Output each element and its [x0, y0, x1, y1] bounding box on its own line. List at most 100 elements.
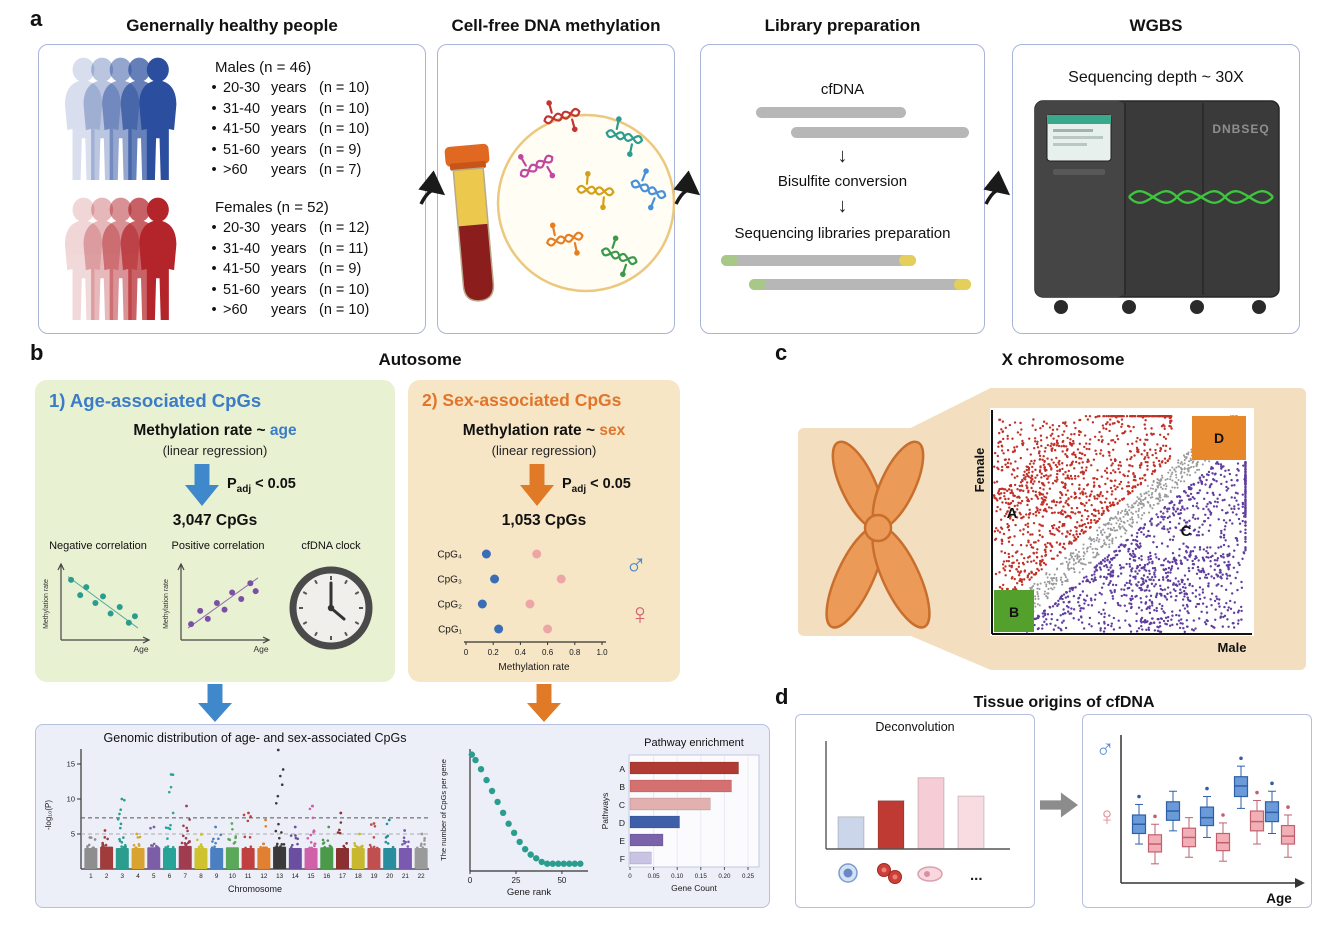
svg-text:Age: Age	[253, 644, 268, 654]
wgbs-box-title: WGBS	[1129, 16, 1183, 35]
panel-c-label: c	[775, 340, 788, 365]
sequencer-icon: DNBSEQ	[1034, 100, 1280, 314]
library-bar	[721, 255, 916, 266]
adapter-yellow	[899, 255, 916, 266]
svg-text:5: 5	[152, 873, 156, 880]
svg-text:Methylation rate: Methylation rate	[163, 579, 170, 629]
cfdna-label: cfDNA	[820, 81, 865, 98]
x-chromosome-panel: A B C D Female Male	[798, 388, 1306, 670]
blue-down-arrow-icon	[198, 684, 232, 722]
svg-text:0: 0	[468, 876, 473, 885]
svg-text:3: 3	[121, 873, 125, 880]
positive-corr-title: Positive correlation	[171, 540, 265, 552]
svg-text:10: 10	[67, 795, 75, 804]
orange-down-arrow-icon	[527, 684, 561, 722]
arrow-icon	[673, 170, 701, 205]
svg-text:♂: ♂	[625, 548, 648, 581]
deconvolution-box: Deconvolution ...	[795, 714, 1035, 908]
sex-padj: Padj < 0.05	[562, 476, 631, 495]
dna-fragment-bar	[756, 107, 906, 118]
svg-text:7: 7	[183, 873, 187, 880]
svg-text:CpG₄: CpG₄	[437, 550, 462, 561]
dna-circle	[496, 113, 676, 293]
svg-text:9: 9	[215, 873, 219, 880]
sex-cpg-count: 1,053 CpGs	[501, 512, 587, 529]
svg-text:6: 6	[168, 873, 172, 880]
blood-tube-icon	[444, 143, 495, 302]
svg-text:CpG₂: CpG₂	[438, 600, 463, 611]
male-symbol-icon: ♂	[1095, 733, 1115, 763]
age-padj: Padj < 0.05	[227, 476, 296, 495]
age-method: (linear regression)	[162, 443, 268, 458]
svg-text:CpG₃: CpG₃	[437, 575, 462, 586]
svg-text:A: A	[619, 764, 625, 774]
females-heading: Females (n = 52)	[215, 199, 329, 216]
svg-text:21: 21	[402, 873, 410, 880]
cell-icons	[838, 863, 943, 884]
library-bar	[749, 279, 971, 290]
svg-text:Methylation rate: Methylation rate	[498, 662, 570, 673]
svg-text:The number of CpGs per gene: The number of CpGs per gene	[439, 759, 448, 861]
right-arrow-icon	[1040, 792, 1078, 818]
svg-text:0.25: 0.25	[742, 873, 755, 880]
cfdna-clock-title: cfDNA clock	[301, 540, 361, 552]
svg-text:0.05: 0.05	[648, 873, 661, 880]
svg-text:Pathways: Pathways	[600, 793, 610, 830]
svg-text:-log₁₀(P): -log₁₀(P)	[44, 800, 53, 830]
svg-text:19: 19	[370, 873, 378, 880]
svg-text:50: 50	[557, 876, 566, 885]
svg-text:22: 22	[418, 873, 426, 880]
female-axis-label: Female	[972, 448, 987, 493]
methylation-box-title: Cell-free DNA methylation	[451, 16, 661, 35]
males-heading: Males (n = 46)	[215, 59, 312, 76]
region-d-label: D	[1214, 430, 1224, 446]
libraries-label: Sequencing libraries preparation	[734, 225, 951, 242]
svg-text:12: 12	[260, 873, 268, 880]
svg-text:15: 15	[308, 873, 316, 880]
ellipsis-label: ...	[970, 867, 983, 884]
svg-text:8: 8	[199, 873, 203, 880]
svg-text:Genomic distribution of age- a: Genomic distribution of age- and sex-ass…	[104, 731, 407, 745]
panel-a-label: a	[30, 6, 43, 31]
svg-text:F: F	[620, 854, 625, 864]
svg-text:Gene rank: Gene rank	[507, 887, 552, 898]
age-formula: Methylation rate ~ age	[133, 422, 297, 439]
deconvolution-bars	[837, 777, 985, 850]
chromosome-icon	[825, 440, 931, 629]
svg-text:0.15: 0.15	[695, 873, 708, 880]
svg-text:Gene Count: Gene Count	[671, 883, 717, 893]
age-boxplot-chart: ♂ ♀ Age	[1095, 733, 1305, 906]
clock-icon	[289, 566, 373, 650]
methylation-illustration	[444, 92, 676, 302]
age-axis-label: Age	[1266, 891, 1292, 906]
sex-method: (linear regression)	[491, 443, 597, 458]
male-axis-label: Male	[1218, 640, 1247, 655]
svg-text:5: 5	[71, 830, 75, 839]
svg-text:♀: ♀	[629, 598, 652, 631]
axis-arrowhead-icon	[1295, 878, 1305, 888]
arrow-icon	[983, 170, 1011, 205]
svg-text:Age: Age	[133, 644, 148, 654]
panel-d-label: d	[775, 684, 789, 709]
panel-b-label: b	[30, 340, 44, 365]
svg-text:14: 14	[292, 873, 300, 880]
sex-formula: Methylation rate ~ sex	[462, 422, 626, 439]
svg-text:CpG₁: CpG₁	[438, 625, 463, 636]
svg-text:1: 1	[89, 873, 93, 880]
adapter-yellow	[954, 279, 971, 290]
blue-down-arrow-icon	[185, 464, 219, 506]
svg-text:1.0: 1.0	[596, 648, 608, 657]
